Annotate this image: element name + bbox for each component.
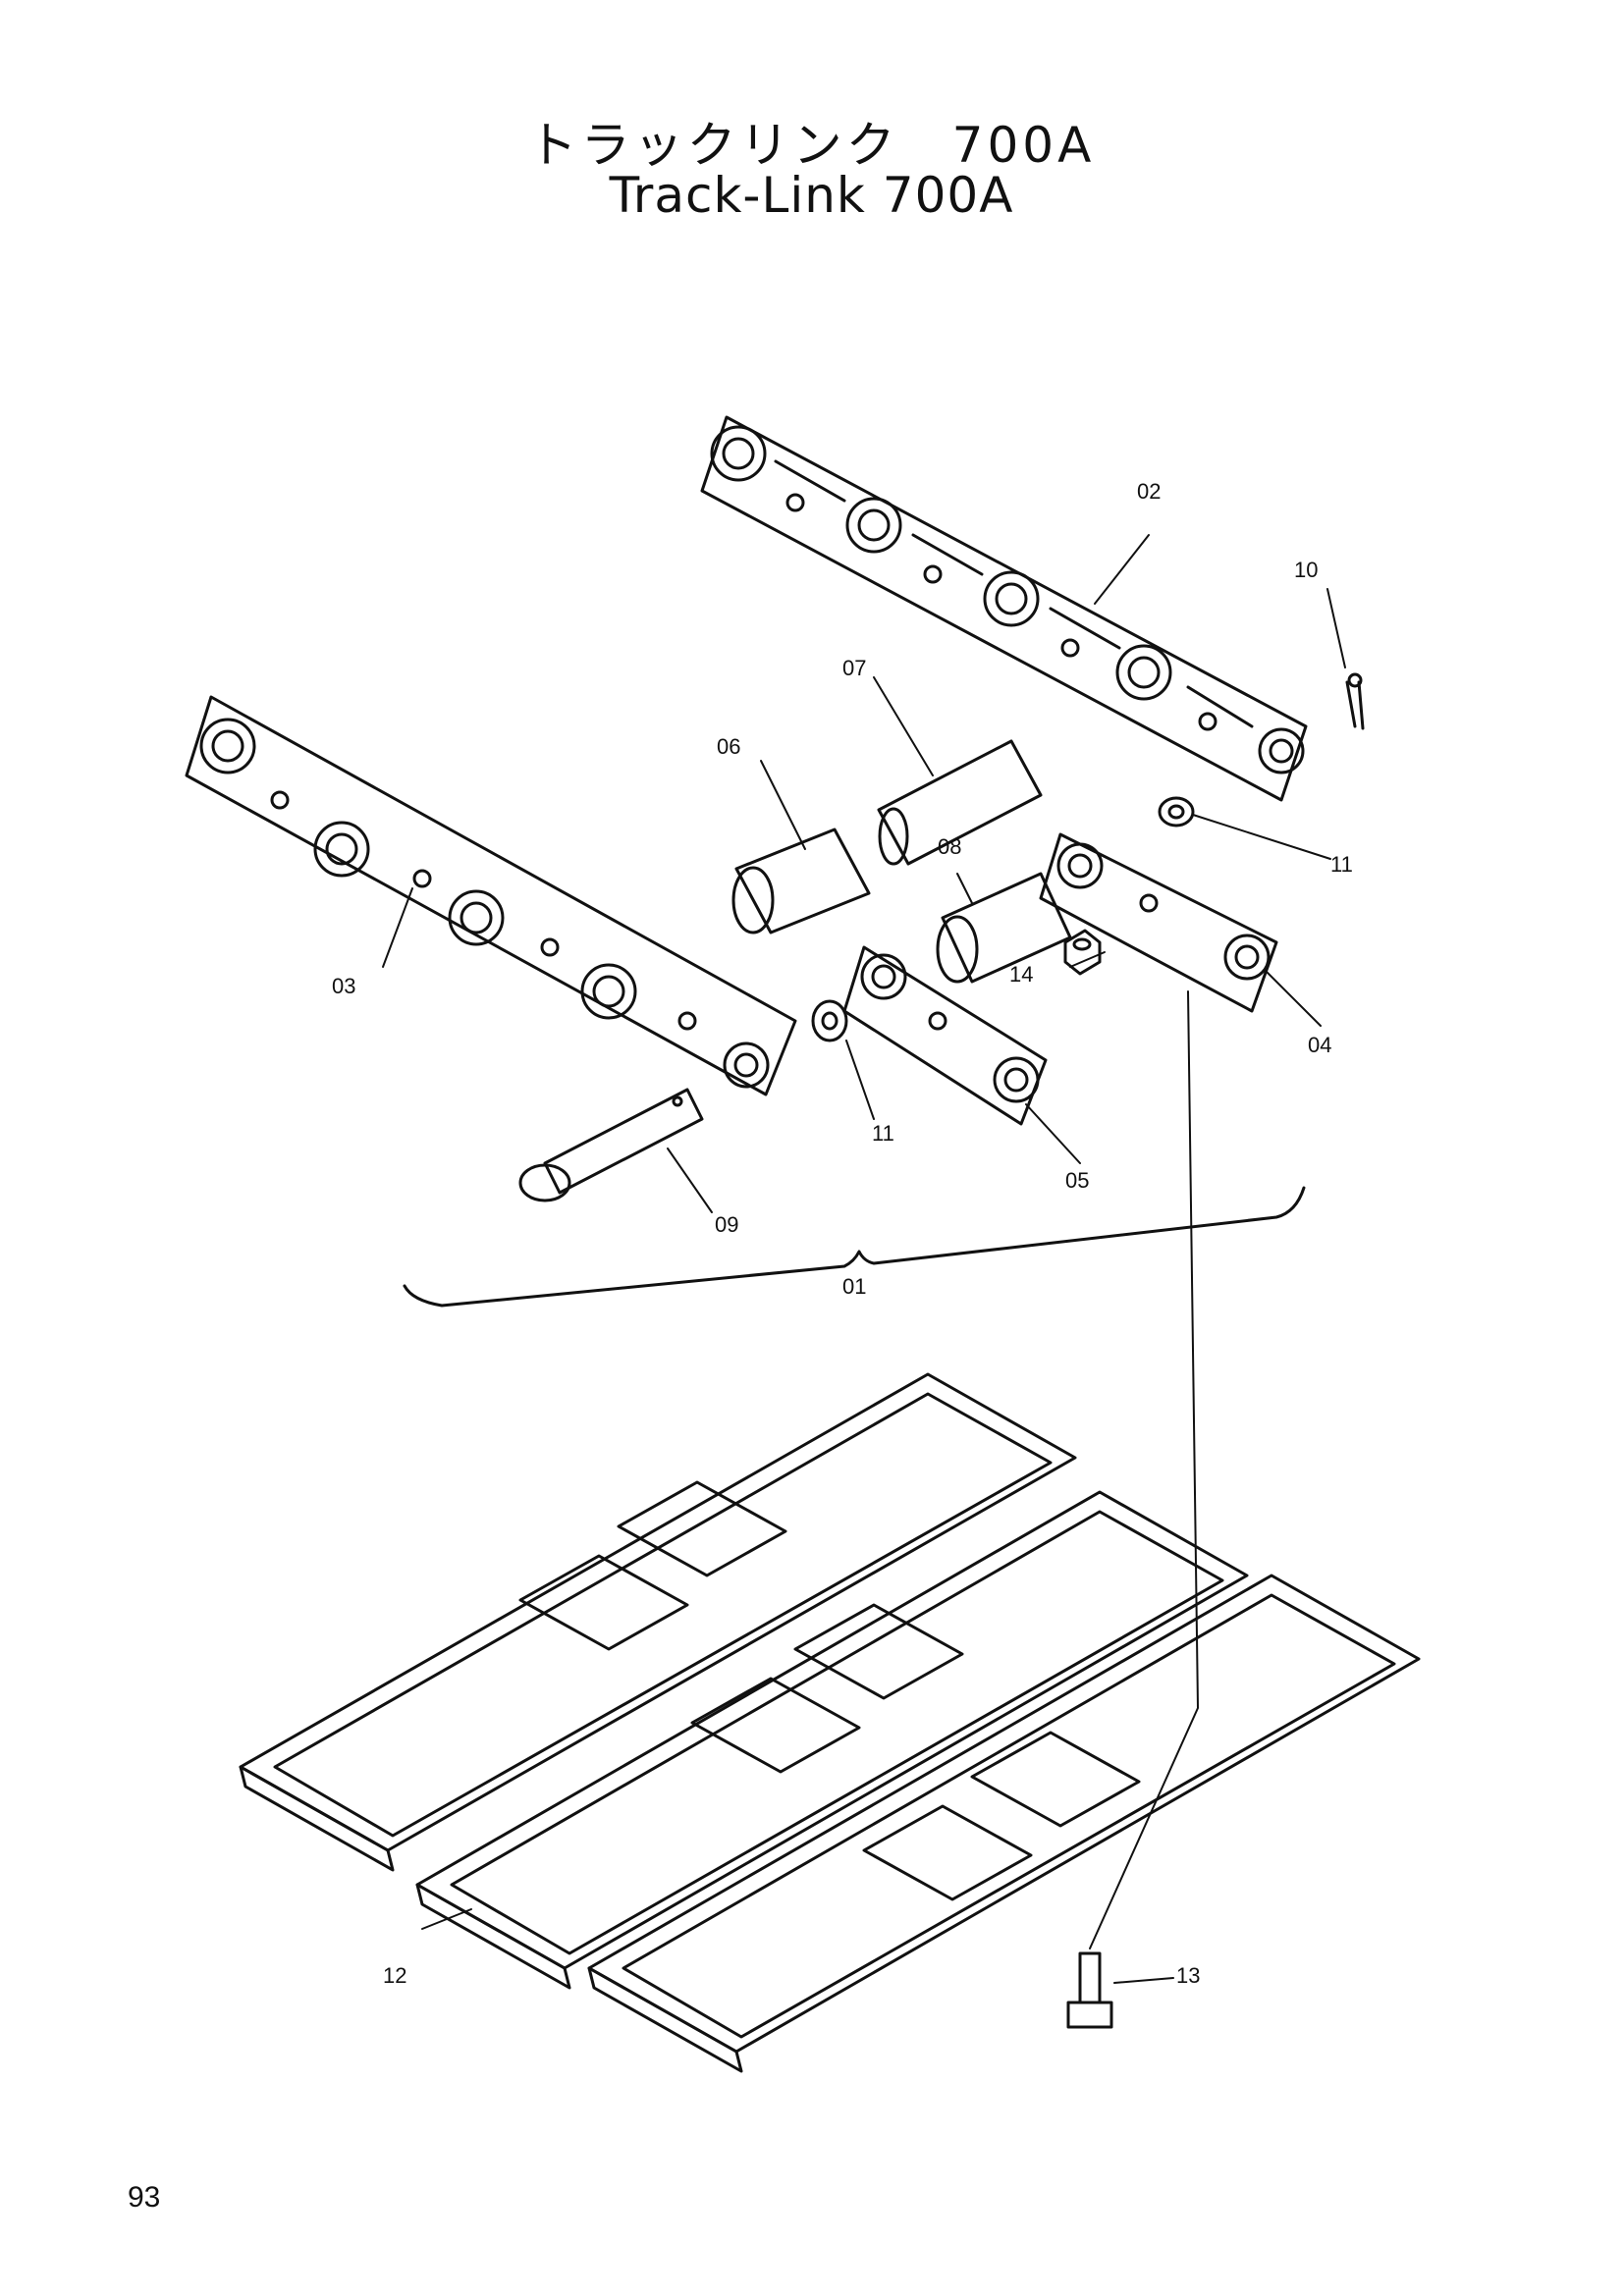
callout-14: 14	[1009, 962, 1033, 987]
track-shoe-2	[415, 1490, 1249, 1990]
callout-01: 01	[842, 1274, 866, 1299]
callout-07: 07	[842, 656, 866, 680]
callout-04: 04	[1308, 1033, 1331, 1057]
page-number: 93	[128, 2181, 161, 2214]
pin-09	[518, 1088, 704, 1202]
callout-08: 08	[938, 834, 961, 859]
callout-02: 02	[1137, 479, 1161, 504]
callout-06: 06	[717, 734, 740, 759]
page-title-english: Track-Link 700A	[609, 167, 1014, 224]
track-link-05	[842, 945, 1048, 1126]
callout-11-lower: 11	[872, 1121, 894, 1146]
callout-13: 13	[1176, 1963, 1200, 1988]
callout-10: 10	[1294, 558, 1318, 582]
track-shoe-3	[587, 1574, 1421, 2073]
bushing-06	[731, 828, 871, 934]
bolt-13	[1066, 1951, 1113, 2029]
callout-09: 09	[715, 1212, 738, 1237]
page-title-japanese: トラックリンク 700A	[527, 117, 1096, 174]
cotter-pin-10	[1345, 672, 1365, 730]
track-link-chain-left	[185, 695, 797, 1096]
washer-11-upper	[1158, 796, 1195, 828]
track-link-04	[1039, 832, 1278, 1013]
callout-12: 12	[383, 1963, 406, 1988]
track-shoe-1	[239, 1372, 1077, 1872]
track-link-chain-upper	[700, 415, 1308, 802]
callout-03: 03	[332, 974, 355, 998]
pin-07	[877, 739, 1043, 866]
callout-05: 05	[1065, 1168, 1089, 1193]
nut-14	[1063, 929, 1102, 976]
washer-11-lower	[811, 999, 848, 1042]
assembly-bracket	[403, 1186, 1306, 1308]
leader-lines	[382, 534, 1346, 1984]
bushing-08	[936, 872, 1072, 984]
callout-11-upper: 11	[1330, 852, 1353, 877]
